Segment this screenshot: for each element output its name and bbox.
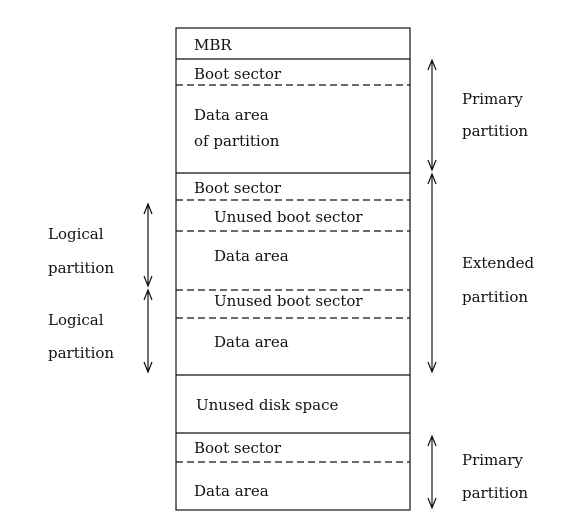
- partition-table-lines: [175, 27, 411, 511]
- label-logical-partition-2-line2: partition: [48, 344, 114, 362]
- cell-texts: MBR Boot sector Data area of partition B…: [194, 36, 363, 500]
- label-primary-partition-2-line2: partition: [462, 484, 528, 502]
- cell-boot-sector-1: Boot sector: [194, 65, 282, 83]
- table-border: [175, 27, 411, 511]
- cell-data-area-partition-line2: of partition: [194, 132, 280, 150]
- cell-data-area-2: Data area: [214, 333, 289, 351]
- cell-data-area-partition-line1: Data area: [194, 106, 269, 124]
- label-primary-partition-1-line2: partition: [462, 122, 528, 140]
- right-arrows: [427, 58, 437, 510]
- left-labels: Logical partition Logical partition: [48, 225, 114, 362]
- label-logical-partition-1-line2: partition: [48, 259, 114, 277]
- cell-unused-boot-sector-2: Unused boot sector: [214, 292, 363, 310]
- cell-boot-sector-3: Boot sector: [194, 439, 282, 457]
- cell-mbr: MBR: [194, 36, 232, 54]
- cell-boot-sector-2: Boot sector: [194, 179, 282, 197]
- right-labels: Primary partition Extended partition Pri…: [462, 90, 534, 502]
- cell-unused-disk-space: Unused disk space: [196, 396, 339, 414]
- label-logical-partition-1-line1: Logical: [48, 225, 104, 243]
- extended-partition-arrow-icon: [427, 172, 437, 374]
- label-extended-partition-line2: partition: [462, 288, 528, 306]
- cell-data-area-1: Data area: [214, 247, 289, 265]
- label-extended-partition-line1: Extended: [462, 254, 534, 272]
- cell-data-area-3: Data area: [194, 482, 269, 500]
- label-primary-partition-2-line1: Primary: [462, 451, 523, 469]
- logical-partition-2-arrow-icon: [143, 288, 153, 374]
- label-logical-partition-2-line1: Logical: [48, 311, 104, 329]
- primary-partition-1-arrow-icon: [427, 58, 437, 172]
- label-primary-partition-1-line1: Primary: [462, 90, 523, 108]
- left-arrows: [143, 202, 153, 374]
- cell-unused-boot-sector-1: Unused boot sector: [214, 208, 363, 226]
- logical-partition-1-arrow-icon: [143, 202, 153, 288]
- primary-partition-2-arrow-icon: [427, 434, 437, 510]
